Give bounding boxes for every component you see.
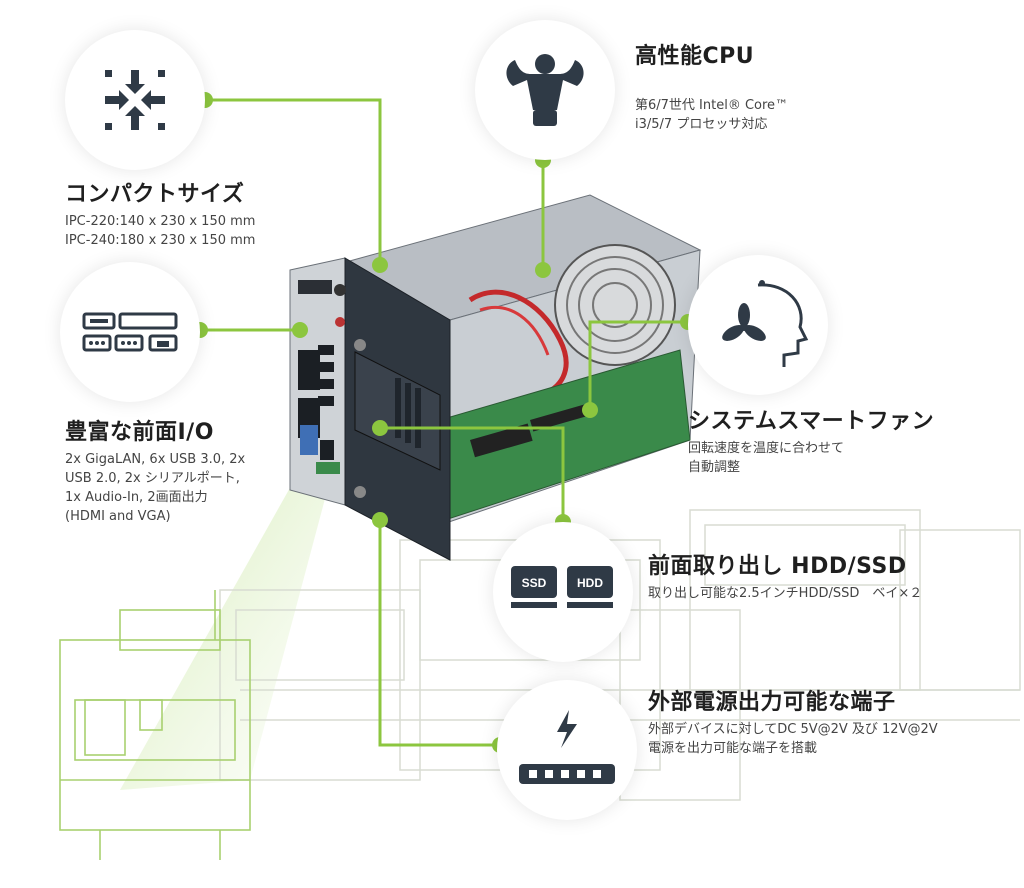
terminal-block: [316, 462, 340, 474]
feature-desc: IPC-220:140 x 230 x 150 mm IPC-240:180 x…: [65, 214, 256, 248]
feature-storage: 前面取り出し HDD/SSD 取り出し可能な2.5インチHDD/SSD ベイ×２: [648, 548, 922, 603]
cpu-icon-circle: [475, 20, 615, 160]
compact-icon-circle: [65, 30, 205, 170]
feature-io: 豊富な前面I/O 2x GigaLAN, 6x USB 3.0, 2x USB …: [65, 414, 245, 526]
ssd-hdd-icon: SSD HDD: [511, 566, 613, 608]
line-compact: [205, 98, 382, 265]
line-storage: [380, 426, 565, 522]
feature-power: 外部電源出力可能な端子 外部デバイスに対してDC 5V@2V 及び 12V@2V…: [648, 684, 938, 758]
projection-beam: [120, 470, 330, 790]
feature-title: システムスマートファン: [688, 409, 935, 434]
feature-desc: 回転速度を温度に合わせて 自動調整: [688, 441, 845, 475]
feature-desc: 第6/7世代 Intel® Core™ i3/5/7 プロセッサ対応: [635, 98, 789, 132]
feature-desc: 取り出し可能な2.5インチHDD/SSD ベイ×２: [648, 586, 923, 601]
line-power: [378, 520, 500, 747]
ssd-label: SSD: [522, 576, 547, 590]
smart-fan-icon: [722, 280, 809, 367]
feature-title: 豊富な前面I/O: [65, 420, 214, 445]
line-fan: [588, 320, 688, 410]
strongman-icon: [506, 54, 584, 126]
feature-title: コンパクトサイズ: [65, 182, 245, 207]
nameplate: [298, 280, 332, 294]
feature-cpu: 高性能CPU 第6/7世代 Intel® Core™ i3/5/7 プロセッサ対…: [635, 38, 788, 134]
fan-icon-circle: [688, 255, 828, 395]
feature-title: 前面取り出し HDD/SSD: [648, 554, 907, 579]
arrows-inward-icon: [105, 70, 165, 130]
bay-vents: [395, 378, 421, 448]
feature-title: 外部電源出力可能な端子: [648, 690, 896, 715]
hdd-label: HDD: [577, 576, 603, 590]
feature-desc: 外部デバイスに対してDC 5V@2V 及び 12V@2V 電源を出力可能な端子を…: [648, 722, 938, 756]
feature-compact: コンパクトサイズ IPC-220:140 x 230 x 150 mm IPC-…: [65, 176, 255, 250]
feature-desc: 2x GigaLAN, 6x USB 3.0, 2x USB 2.0, 2x シ…: [65, 452, 246, 524]
red-cables: [468, 289, 569, 398]
feature-fan: システムスマートファン 回転速度を温度に合わせて 自動調整: [688, 403, 934, 477]
power-terminal-icon: [519, 710, 615, 784]
feature-title: 高性能CPU: [635, 44, 755, 69]
power-icon-circle: [497, 680, 637, 820]
ports-icon: [82, 312, 178, 352]
storage-icon-circle: SSD HDD: [493, 522, 633, 662]
machine-outline-green: [59, 590, 251, 860]
io-ports: [298, 345, 334, 460]
io-icon-circle: [60, 262, 200, 402]
fan-grill: [554, 244, 676, 366]
